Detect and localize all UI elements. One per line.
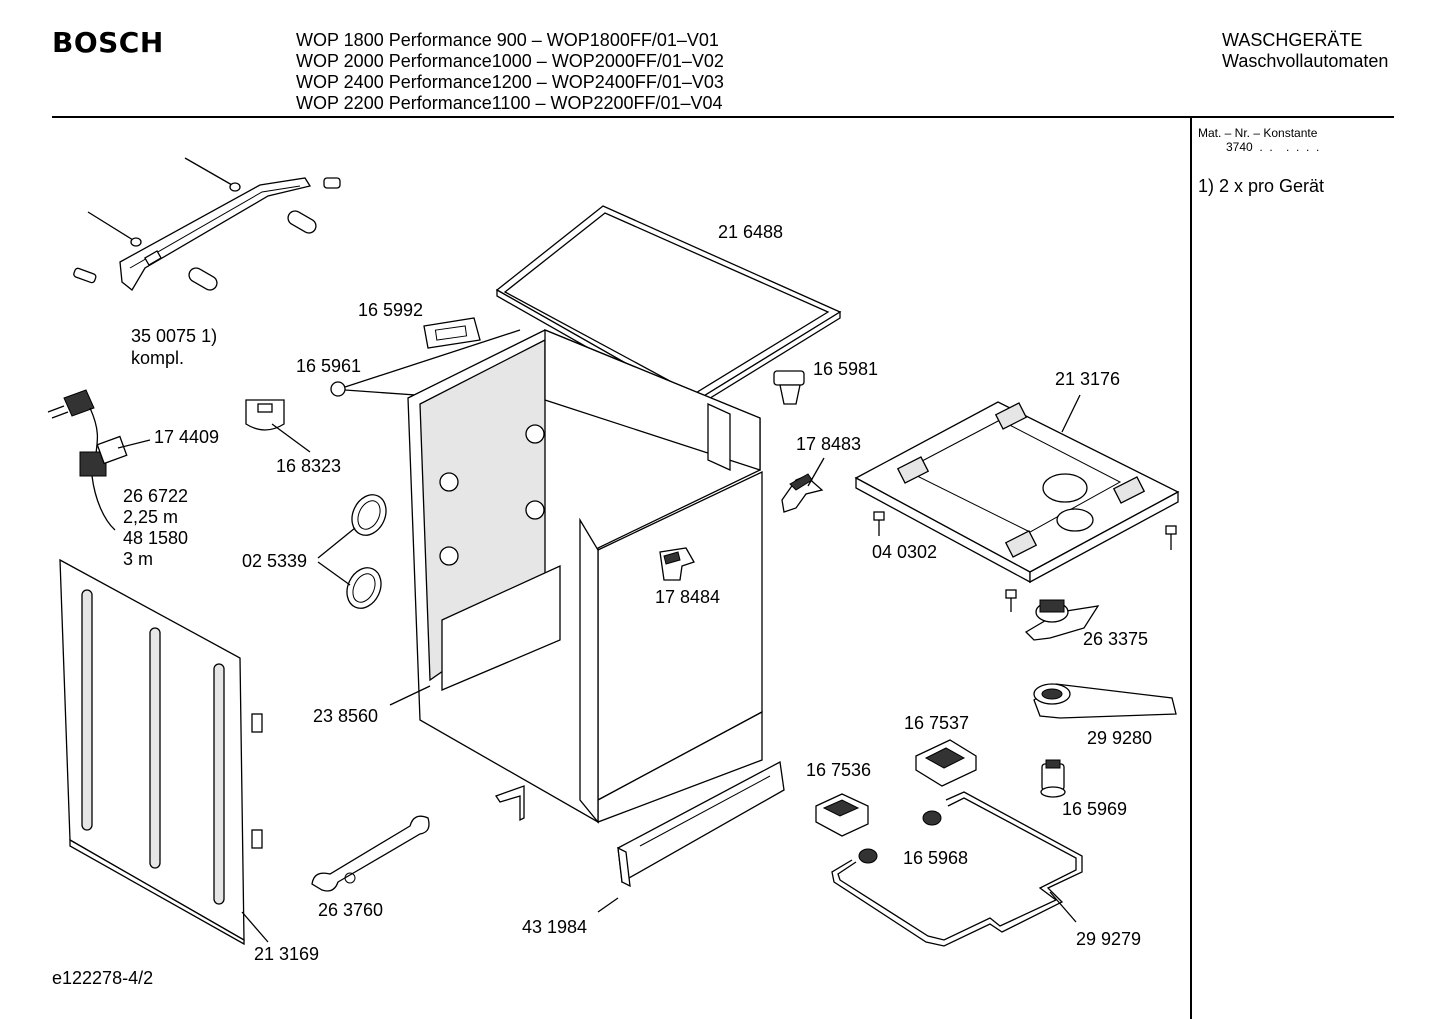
drawing-reference: e122278-4/2 <box>52 968 154 988</box>
base-plate <box>854 401 1180 584</box>
front-panel <box>579 470 763 824</box>
model-line: WOP 2200 Performance1100 – WOP2200FF/01–… <box>296 93 723 113</box>
top-cover <box>495 205 842 410</box>
label-165981: 16 5981 <box>813 359 878 379</box>
heater-caps <box>858 810 942 864</box>
bracket-assembly <box>73 157 341 291</box>
model-line: WOP 2400 Performance1200 – WOP2400FF/01–… <box>296 72 724 92</box>
category-line: Waschvollautomaten <box>1222 51 1389 71</box>
label-025339: 02 5339 <box>242 551 307 571</box>
wrench-tool <box>311 815 430 892</box>
label-178483: 17 8483 <box>796 434 861 454</box>
label-216488: 21 6488 <box>718 222 783 242</box>
label-350075-sub: kompl. <box>131 348 184 368</box>
model-line: WOP 1800 Performance 900 – WOP1800FF/01–… <box>296 30 719 50</box>
label-168323: 16 8323 <box>276 456 341 476</box>
hinge-part-upper <box>781 473 824 513</box>
label-431984: 43 1984 <box>522 917 587 937</box>
label-263375: 26 3375 <box>1083 629 1148 649</box>
sidebar-divider <box>1190 117 1192 1019</box>
model-line: WOP 2000 Performance1000 – WOP2000FF/01–… <box>296 51 724 71</box>
label-178484: 17 8484 <box>655 587 720 607</box>
label-174409: 17 4409 <box>154 427 219 447</box>
model-list: WOP 1800 Performance 900 – WOP1800FF/01–… <box>296 30 724 114</box>
label-263760: 26 3760 <box>318 900 383 920</box>
category-line: WASCHGERÄTE <box>1222 30 1363 50</box>
drain-channel <box>1033 683 1177 719</box>
control-panel-fascia <box>617 760 785 888</box>
label-266722-length: 2,25 m <box>123 507 178 527</box>
pressure-sensor <box>1040 759 1066 798</box>
label-165961: 16 5961 <box>296 356 361 376</box>
screw-part <box>873 511 1177 612</box>
small-bracket <box>494 785 525 822</box>
label-481580-length: 3 m <box>123 549 153 569</box>
label-040302: 04 0302 <box>872 542 937 562</box>
label-165992: 16 5992 <box>358 300 423 320</box>
mains-cable <box>47 389 128 531</box>
label-165968: 16 5968 <box>903 848 968 868</box>
label-167536: 16 7536 <box>806 760 871 780</box>
switch-module-upper <box>915 739 977 787</box>
footnote: 1) 2 x pro Gerät <box>1198 176 1325 196</box>
category-heading: WASCHGERÄTE Waschvollautomaten <box>1222 30 1388 72</box>
label-299279: 29 9279 <box>1076 929 1141 949</box>
brand-logo: BOSCH <box>52 26 164 59</box>
hinge-part-lower <box>659 547 695 581</box>
exploded-parts-diagram: 35 0075 1) kompl. 21 6488 16 5992 16 596… <box>47 157 1180 964</box>
header-divider <box>52 116 1394 118</box>
label-350075: 35 0075 1) <box>131 326 217 346</box>
label-213169: 21 3169 <box>254 944 319 964</box>
mat-value: 3740 . . . . . . <box>1226 140 1320 154</box>
label-299280: 29 9280 <box>1087 728 1152 748</box>
side-panel <box>59 558 263 946</box>
door-seals <box>346 494 387 609</box>
label-165969: 16 5969 <box>1062 799 1127 819</box>
latch-part <box>773 370 805 405</box>
valve-holder <box>1024 599 1100 641</box>
label-167537: 16 7537 <box>904 713 969 733</box>
clip-part <box>245 399 285 431</box>
switch-module-lower <box>815 793 869 837</box>
label-266722: 26 6722 <box>123 486 188 506</box>
heating-element <box>831 791 1083 947</box>
mat-label: Mat. – Nr. – Konstante <box>1198 126 1318 140</box>
label-238560: 23 8560 <box>313 706 378 726</box>
notes-panel: Mat. – Nr. – Konstante 3740 . . . . . . … <box>1198 126 1398 197</box>
label-481580: 48 1580 <box>123 528 188 548</box>
badge-part <box>423 317 481 349</box>
label-213176: 21 3176 <box>1055 369 1120 389</box>
plug-part <box>330 381 346 397</box>
